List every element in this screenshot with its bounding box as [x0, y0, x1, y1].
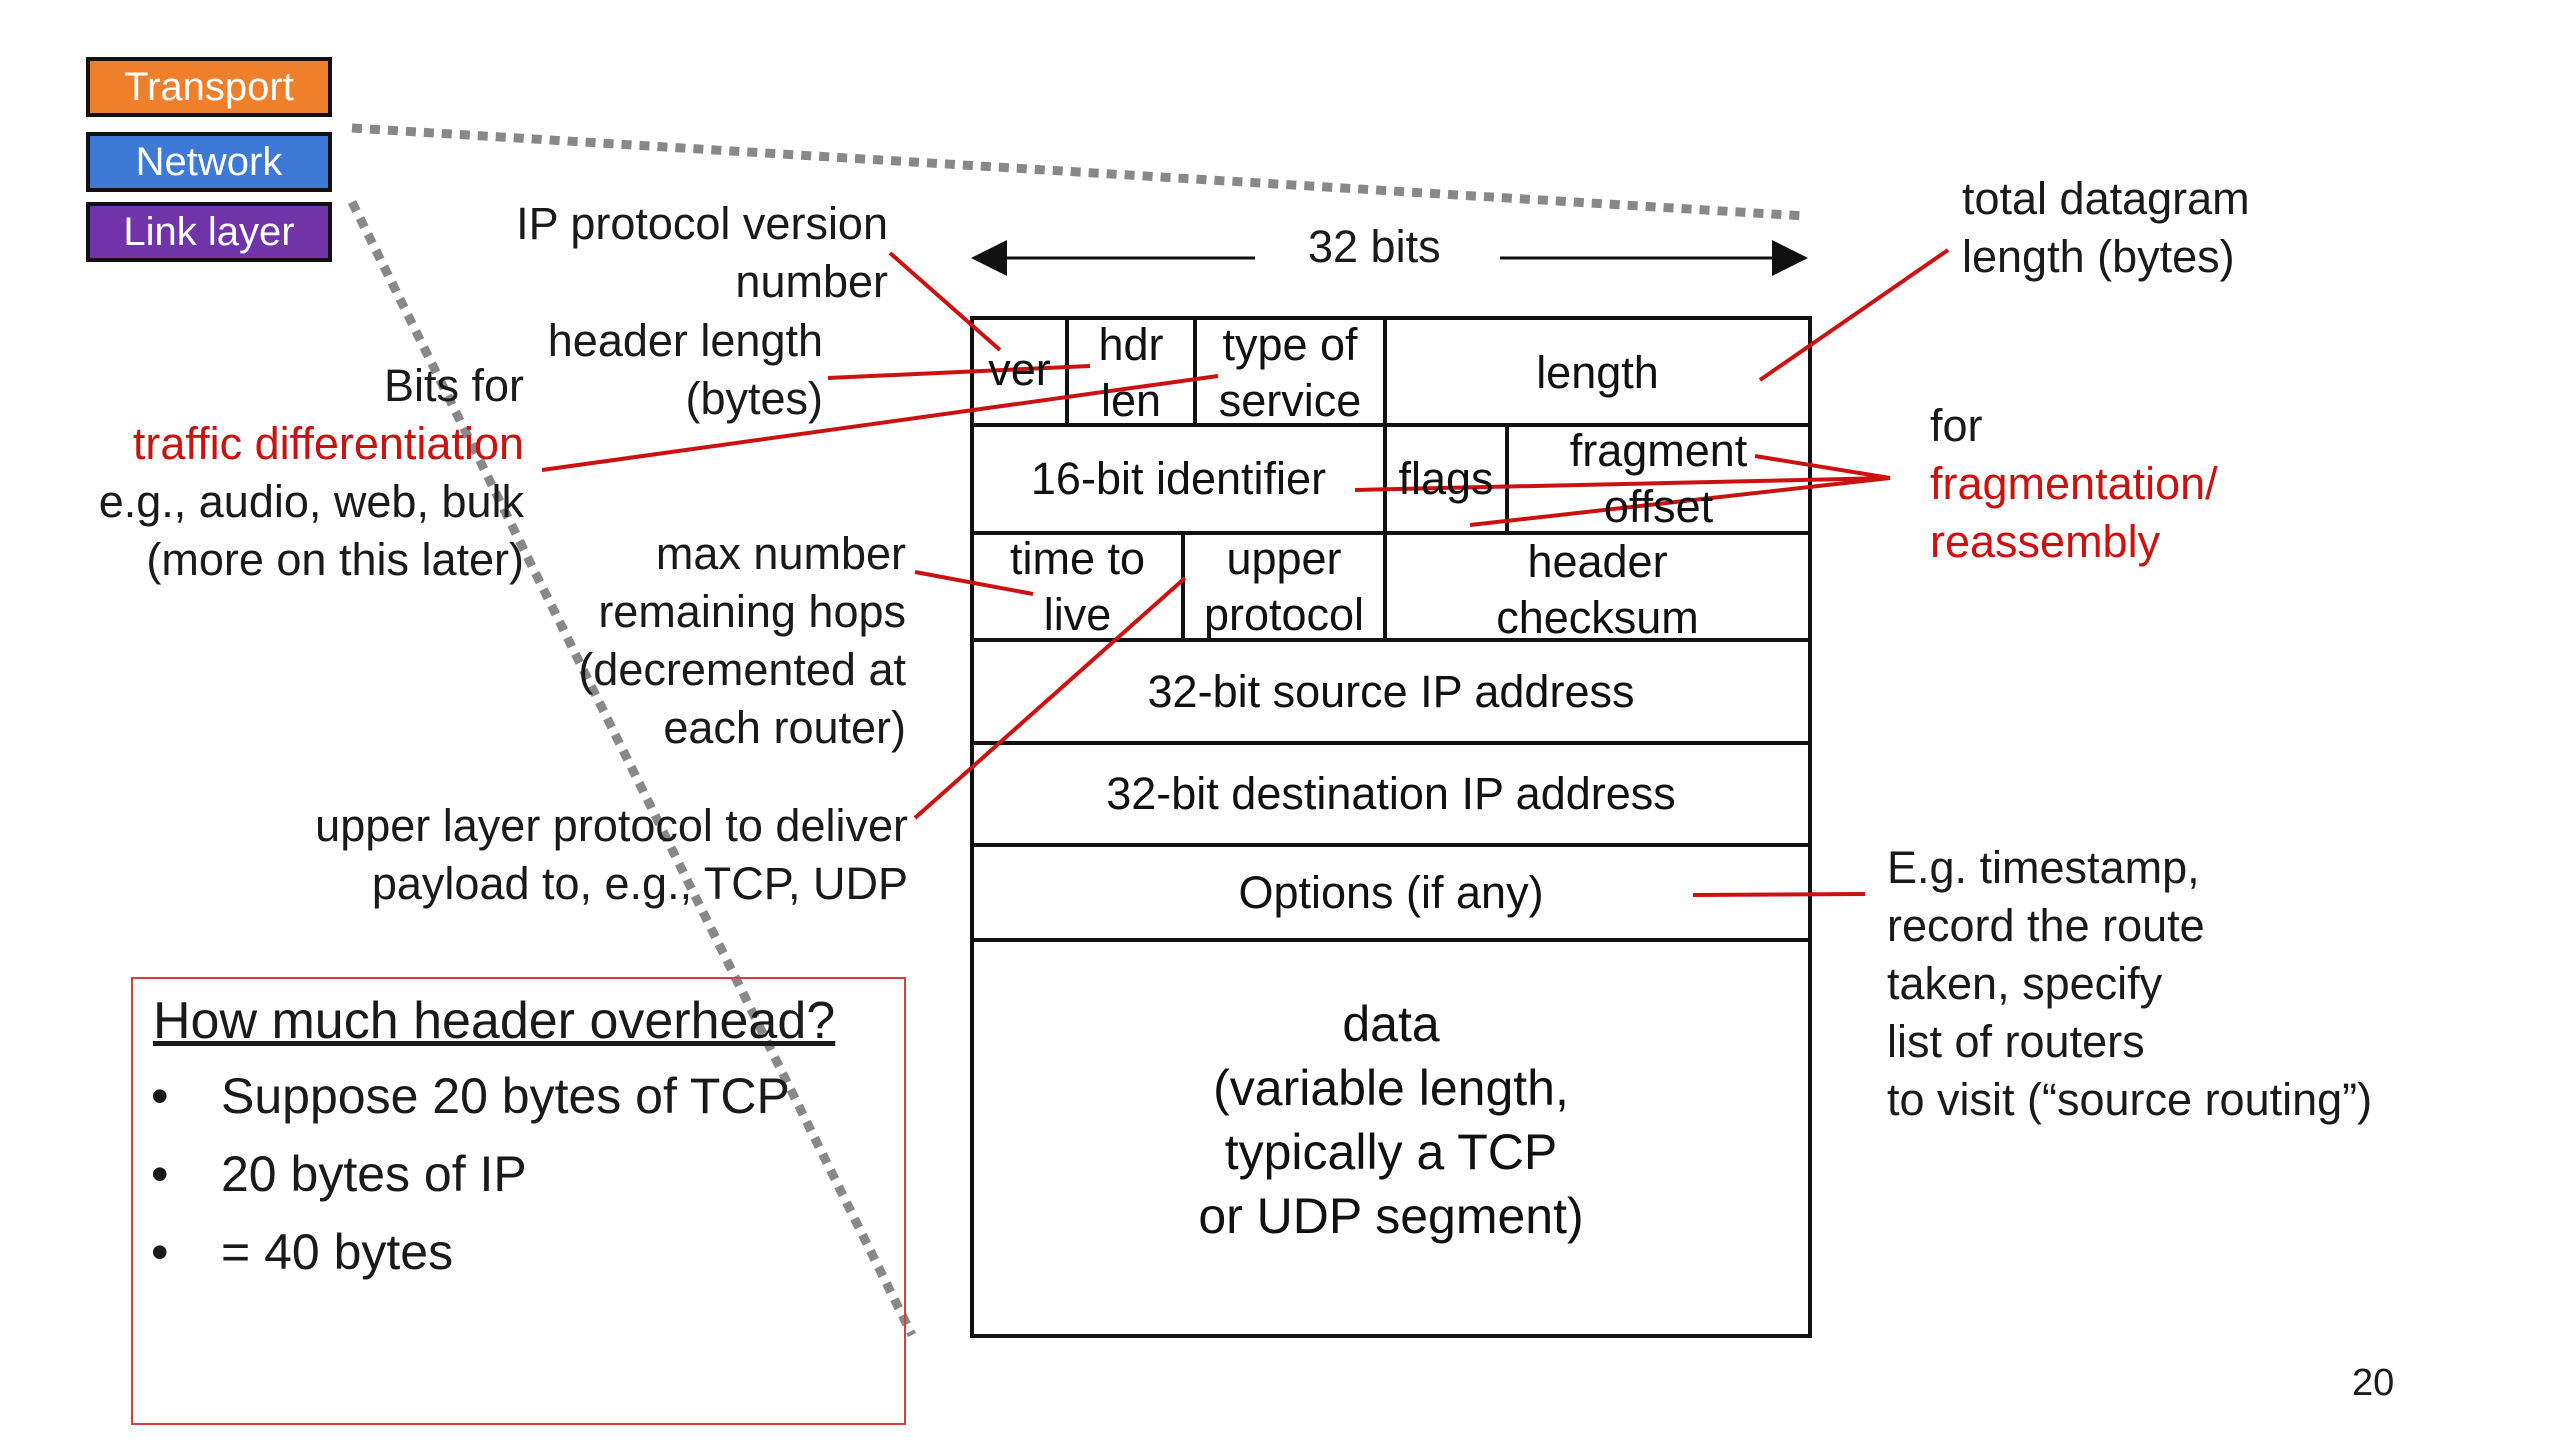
field-source-ip: 32-bit source IP address: [1147, 665, 1635, 717]
bullet-glyph: •: [151, 1224, 169, 1280]
bullet-glyph: •: [151, 1146, 169, 1202]
field-type-of-service: type of service: [1218, 318, 1362, 426]
overhead-title: How much header overhead?: [153, 992, 836, 1050]
field-fragment-offset: fragment offset: [1569, 425, 1748, 532]
field-data: data (variable length, typically a TCP o…: [1198, 996, 1584, 1244]
zoom-dotted-line-bottom: [347, 200, 917, 1337]
field-ttl: time to live: [1009, 532, 1146, 640]
overhead-box: How much header overhead? •Suppose 20 by…: [131, 977, 906, 1425]
field-flags: flags: [1398, 453, 1494, 504]
field-upper-protocol: upper protocol: [1203, 532, 1365, 640]
overhead-bullet: •20 bytes of IP: [151, 1146, 527, 1202]
field-header-checksum: header checksum: [1496, 536, 1699, 643]
overhead-bullet: •Suppose 20 bytes of TCP: [151, 1068, 790, 1124]
annotation-options: E.g. timestamp, record the route taken, …: [1887, 842, 2373, 1125]
overhead-bullet: •= 40 bytes: [151, 1224, 454, 1280]
annotation-header-length: header length (bytes): [547, 315, 823, 424]
field-options: Options (if any): [1238, 866, 1544, 918]
width-label: 32 bits: [1308, 221, 1441, 272]
field-ver: ver: [988, 344, 1051, 395]
layer-transport: Transport: [86, 57, 332, 117]
annotation-total-length: total datagram length (bytes): [1962, 173, 2250, 282]
header-grid: [970, 316, 1812, 1338]
page-number: 20: [2352, 1362, 2395, 1404]
annotation-traffic: Bits for traffic differentiation e.g., a…: [98, 360, 524, 585]
layer-link: Link layer: [86, 202, 332, 262]
annotation-ip-version: IP protocol version number: [516, 198, 888, 307]
bullet-glyph: •: [151, 1068, 169, 1124]
field-hdr-len: hdr len: [1098, 318, 1164, 426]
field-length: length: [1536, 346, 1659, 398]
zoom-dotted-line-top: [351, 123, 1806, 221]
layer-network: Network: [86, 132, 332, 192]
field-identifier: 16-bit identifier: [1030, 453, 1327, 504]
annotation-upper-layer: upper layer protocol to deliver payload …: [315, 800, 908, 909]
field-dest-ip: 32-bit destination IP address: [1106, 768, 1676, 819]
annotation-max-hops: max number remaining hops (decremented a…: [578, 528, 906, 753]
callout-lines: [541, 248, 1950, 897]
annotation-fragmentation: for fragmentation/ reassembly: [1930, 400, 2218, 567]
